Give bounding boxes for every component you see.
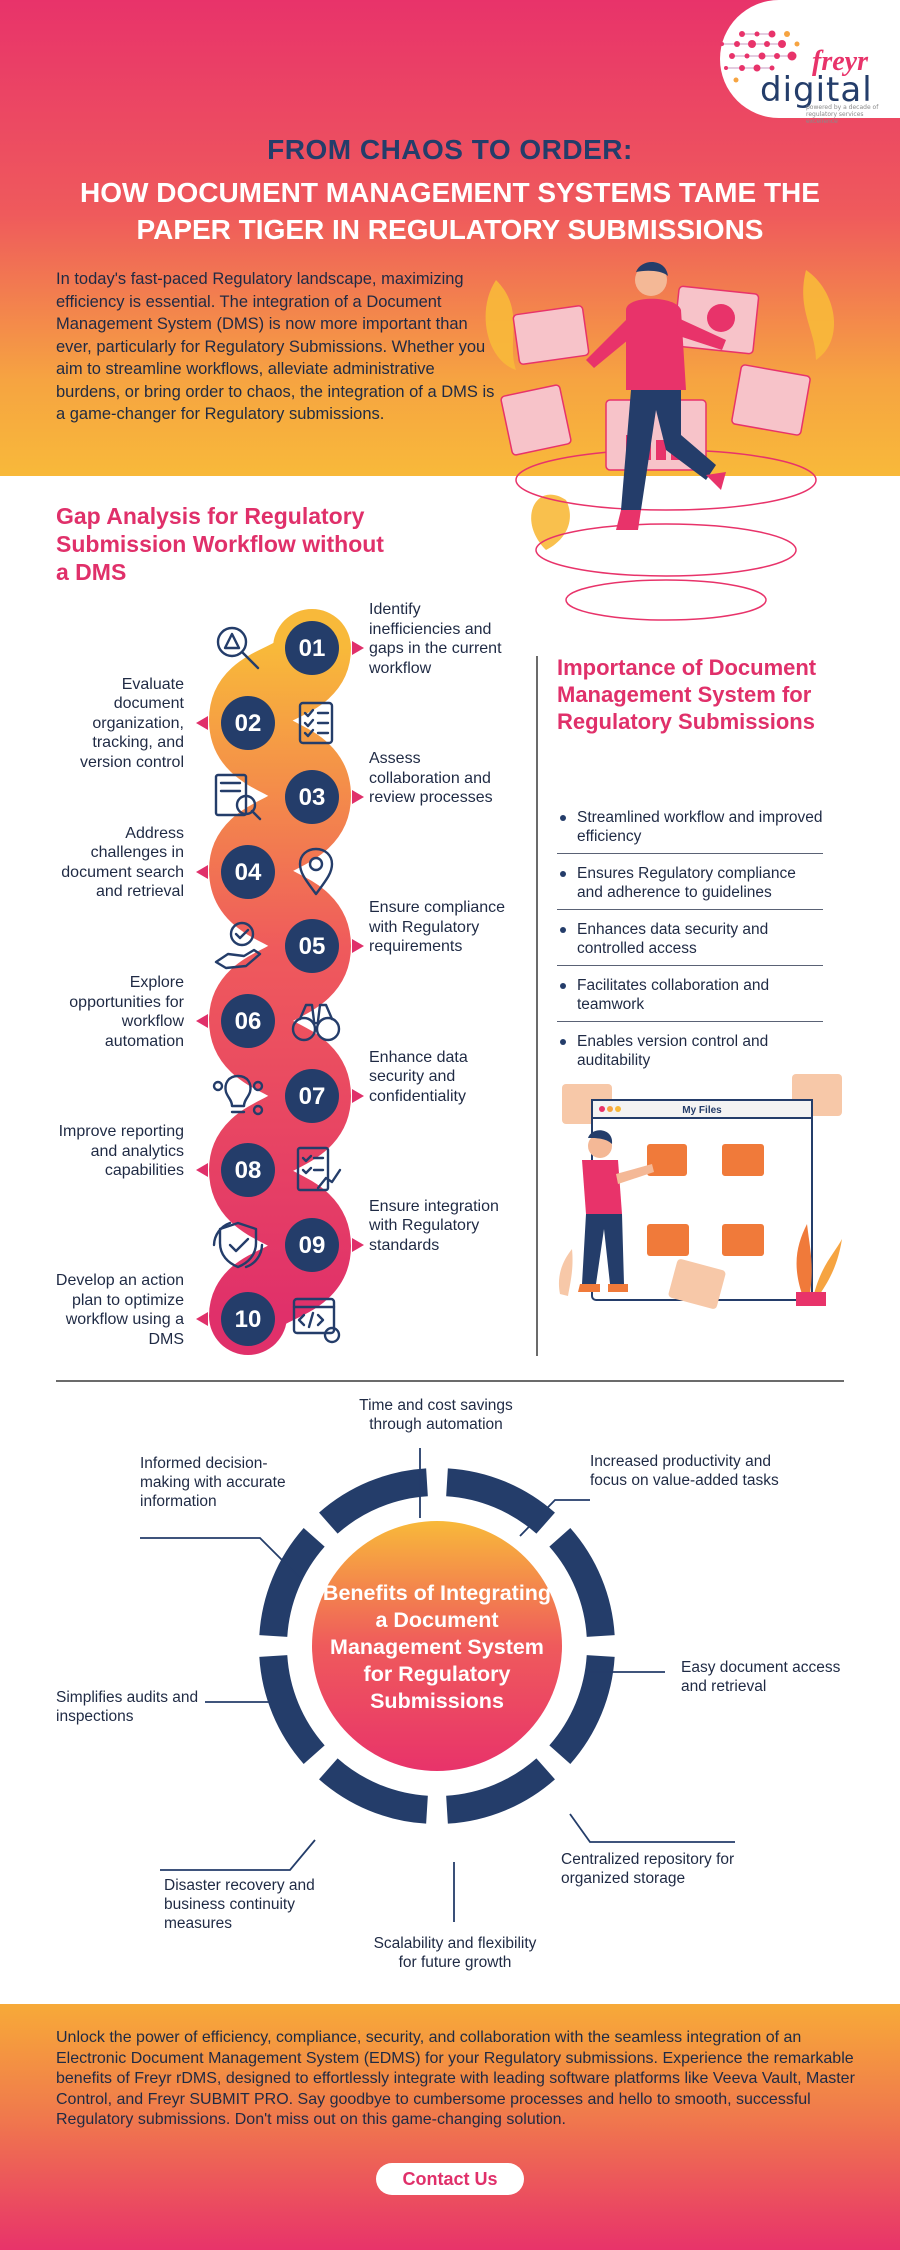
- ring-segment: [259, 1655, 325, 1764]
- step-number: 03: [299, 784, 326, 811]
- step-number: 08: [235, 1157, 262, 1184]
- step-arrow-icon: [196, 1014, 208, 1028]
- step-text: Address challenges in document search an…: [61, 824, 184, 901]
- importance-item: Enables version control and auditability: [557, 1028, 823, 1077]
- gap-analysis-title: Gap Analysis for Regulatory Submission W…: [56, 503, 384, 585]
- files-window-title: My Files: [682, 1105, 722, 1116]
- benefit-item: Easy document access and retrieval: [681, 1659, 841, 1695]
- importance-item: Ensures Regulatory compliance and adhere…: [557, 860, 823, 910]
- step-badge-03: 03: [285, 770, 339, 825]
- ring-segment: [446, 1758, 555, 1824]
- connector-line: [569, 1813, 735, 1843]
- code-window-icon: [292, 1298, 341, 1344]
- step-arrow-icon: [196, 1163, 208, 1178]
- benefit-item: Informed decision-making with accurate i…: [140, 1455, 286, 1510]
- logo-dots-icon: [720, 30, 800, 83]
- step-number: 09: [299, 1232, 326, 1259]
- document-search-icon: [214, 773, 262, 821]
- contact-us-button[interactable]: Contact Us: [376, 2163, 524, 2195]
- ring-segment: [549, 1528, 615, 1637]
- step-text: Evaluate document organization, tracking…: [79, 675, 184, 771]
- lightbulb-gears-icon: [212, 1074, 264, 1115]
- step-badge-08: 08: [221, 1143, 275, 1198]
- magnifier-warning-icon: [216, 626, 260, 670]
- importance-item: Facilitates collaboration and teamwork: [557, 972, 823, 1022]
- step-badge-10: 10: [221, 1292, 275, 1347]
- location-pin-icon: [298, 847, 334, 895]
- step-arrow-icon: [196, 1312, 208, 1327]
- connector-line: [519, 1499, 590, 1537]
- step-number: 01: [299, 635, 326, 662]
- importance-list: Streamlined workflow and improved effici…: [557, 804, 823, 1083]
- shield-check-icon: [212, 1221, 264, 1268]
- step-text: Develop an action plan to optimize workf…: [55, 1272, 184, 1348]
- step-badge-04: 04: [221, 844, 275, 899]
- benefit-item: Time and cost savings through automation: [359, 1397, 513, 1433]
- binoculars-icon: [291, 1003, 341, 1042]
- logo-freyr-text: freyr: [812, 46, 868, 77]
- step-text: Ensure integration with Regulatory stand…: [369, 1197, 499, 1254]
- logo-tagline: powered by a decade of regulatory servic…: [806, 104, 879, 125]
- step-arrow-icon: [196, 715, 208, 730]
- hero-illustration: [485, 261, 835, 621]
- page-title-line-2-text: HOW DOCUMENT MANAGEMENT SYSTEMS TAME THE…: [80, 177, 820, 245]
- benefits-center-title: Benefits of Integrating a Document Manag…: [322, 1581, 552, 1713]
- step-text: Identify inefficiencies and gaps in the …: [369, 601, 502, 677]
- ring-segment: [319, 1758, 428, 1824]
- step-arrow-icon: [352, 1088, 364, 1103]
- checklist-icon: [298, 701, 334, 744]
- logo-digital-text: digital: [760, 70, 873, 110]
- step-text: Explore opportunities for workflow autom…: [69, 974, 184, 1050]
- intro-paragraph: In today's fast-paced Regulatory landsca…: [56, 270, 495, 423]
- benefit-item: Disaster recovery and business continuit…: [164, 1877, 315, 1932]
- ring-segment: [259, 1528, 325, 1637]
- step-text: Ensure compliance with Regulatory requir…: [369, 899, 506, 956]
- page-title-line-1: FROM CHAOS TO ORDER:: [267, 134, 633, 165]
- report-chart-icon: [296, 1146, 342, 1192]
- step-badge-02: 02: [221, 695, 275, 750]
- step-number: 04: [235, 859, 262, 886]
- benefits-ring: [140, 1448, 735, 1922]
- files-illustration: My Files: [558, 1074, 842, 1309]
- benefit-item: Increased productivity and focus on valu…: [590, 1453, 779, 1489]
- ring-segment: [319, 1468, 428, 1534]
- ring-segment: [446, 1468, 555, 1534]
- benefit-item: Simplifies audits and inspections: [56, 1689, 199, 1725]
- step-number: 10: [235, 1306, 262, 1333]
- step-text: Enhance data security and confidentialit…: [369, 1048, 468, 1105]
- importance-item: Enhances data security and controlled ac…: [557, 916, 823, 966]
- logo-container[interactable]: [720, 0, 900, 118]
- importance-item: Streamlined workflow and improved effici…: [557, 804, 823, 854]
- section-divider-vertical: [536, 656, 538, 1356]
- step-badge-09: 09: [285, 1217, 339, 1272]
- step-arrow-icon: [352, 939, 364, 954]
- step-number: 02: [235, 710, 262, 737]
- step-arrow-icon: [352, 1237, 364, 1252]
- step-badge-07: 07: [285, 1068, 339, 1123]
- step-badge-05: 05: [285, 919, 339, 974]
- page-title-line-2: HOW DOCUMENT MANAGEMENT SYSTEMS TAME THE…: [0, 174, 900, 248]
- benefits-center-circle: [312, 1521, 562, 1771]
- step-number: 05: [299, 933, 326, 960]
- step-number: 07: [299, 1083, 326, 1110]
- importance-title: Importance of Document Management System…: [557, 655, 817, 734]
- benefit-item: Centralized repository for organized sto…: [561, 1851, 735, 1887]
- gap-analysis-path: [208, 609, 352, 1355]
- step-text: Improve reporting and analytics capabili…: [58, 1123, 184, 1180]
- section-divider-horizontal: [56, 1380, 844, 1382]
- benefit-item: Scalability and flexibility for future g…: [373, 1935, 537, 1971]
- step-arrow-icon: [196, 864, 208, 879]
- step-text: Assess collaboration and review processe…: [369, 750, 493, 807]
- footer-paragraph: Unlock the power of efficiency, complian…: [56, 2029, 855, 2128]
- step-number: 06: [235, 1008, 262, 1035]
- step-badge-01: 01: [285, 621, 339, 675]
- ring-segment: [549, 1655, 615, 1764]
- step-arrow-icon: [352, 641, 364, 655]
- connector-line: [140, 1537, 301, 1579]
- footer-banner: [0, 2004, 900, 2250]
- step-arrow-icon: [352, 790, 364, 805]
- hand-check-icon: [214, 922, 262, 970]
- step-badge-06: 06: [221, 994, 275, 1048]
- connector-line: [160, 1839, 316, 1871]
